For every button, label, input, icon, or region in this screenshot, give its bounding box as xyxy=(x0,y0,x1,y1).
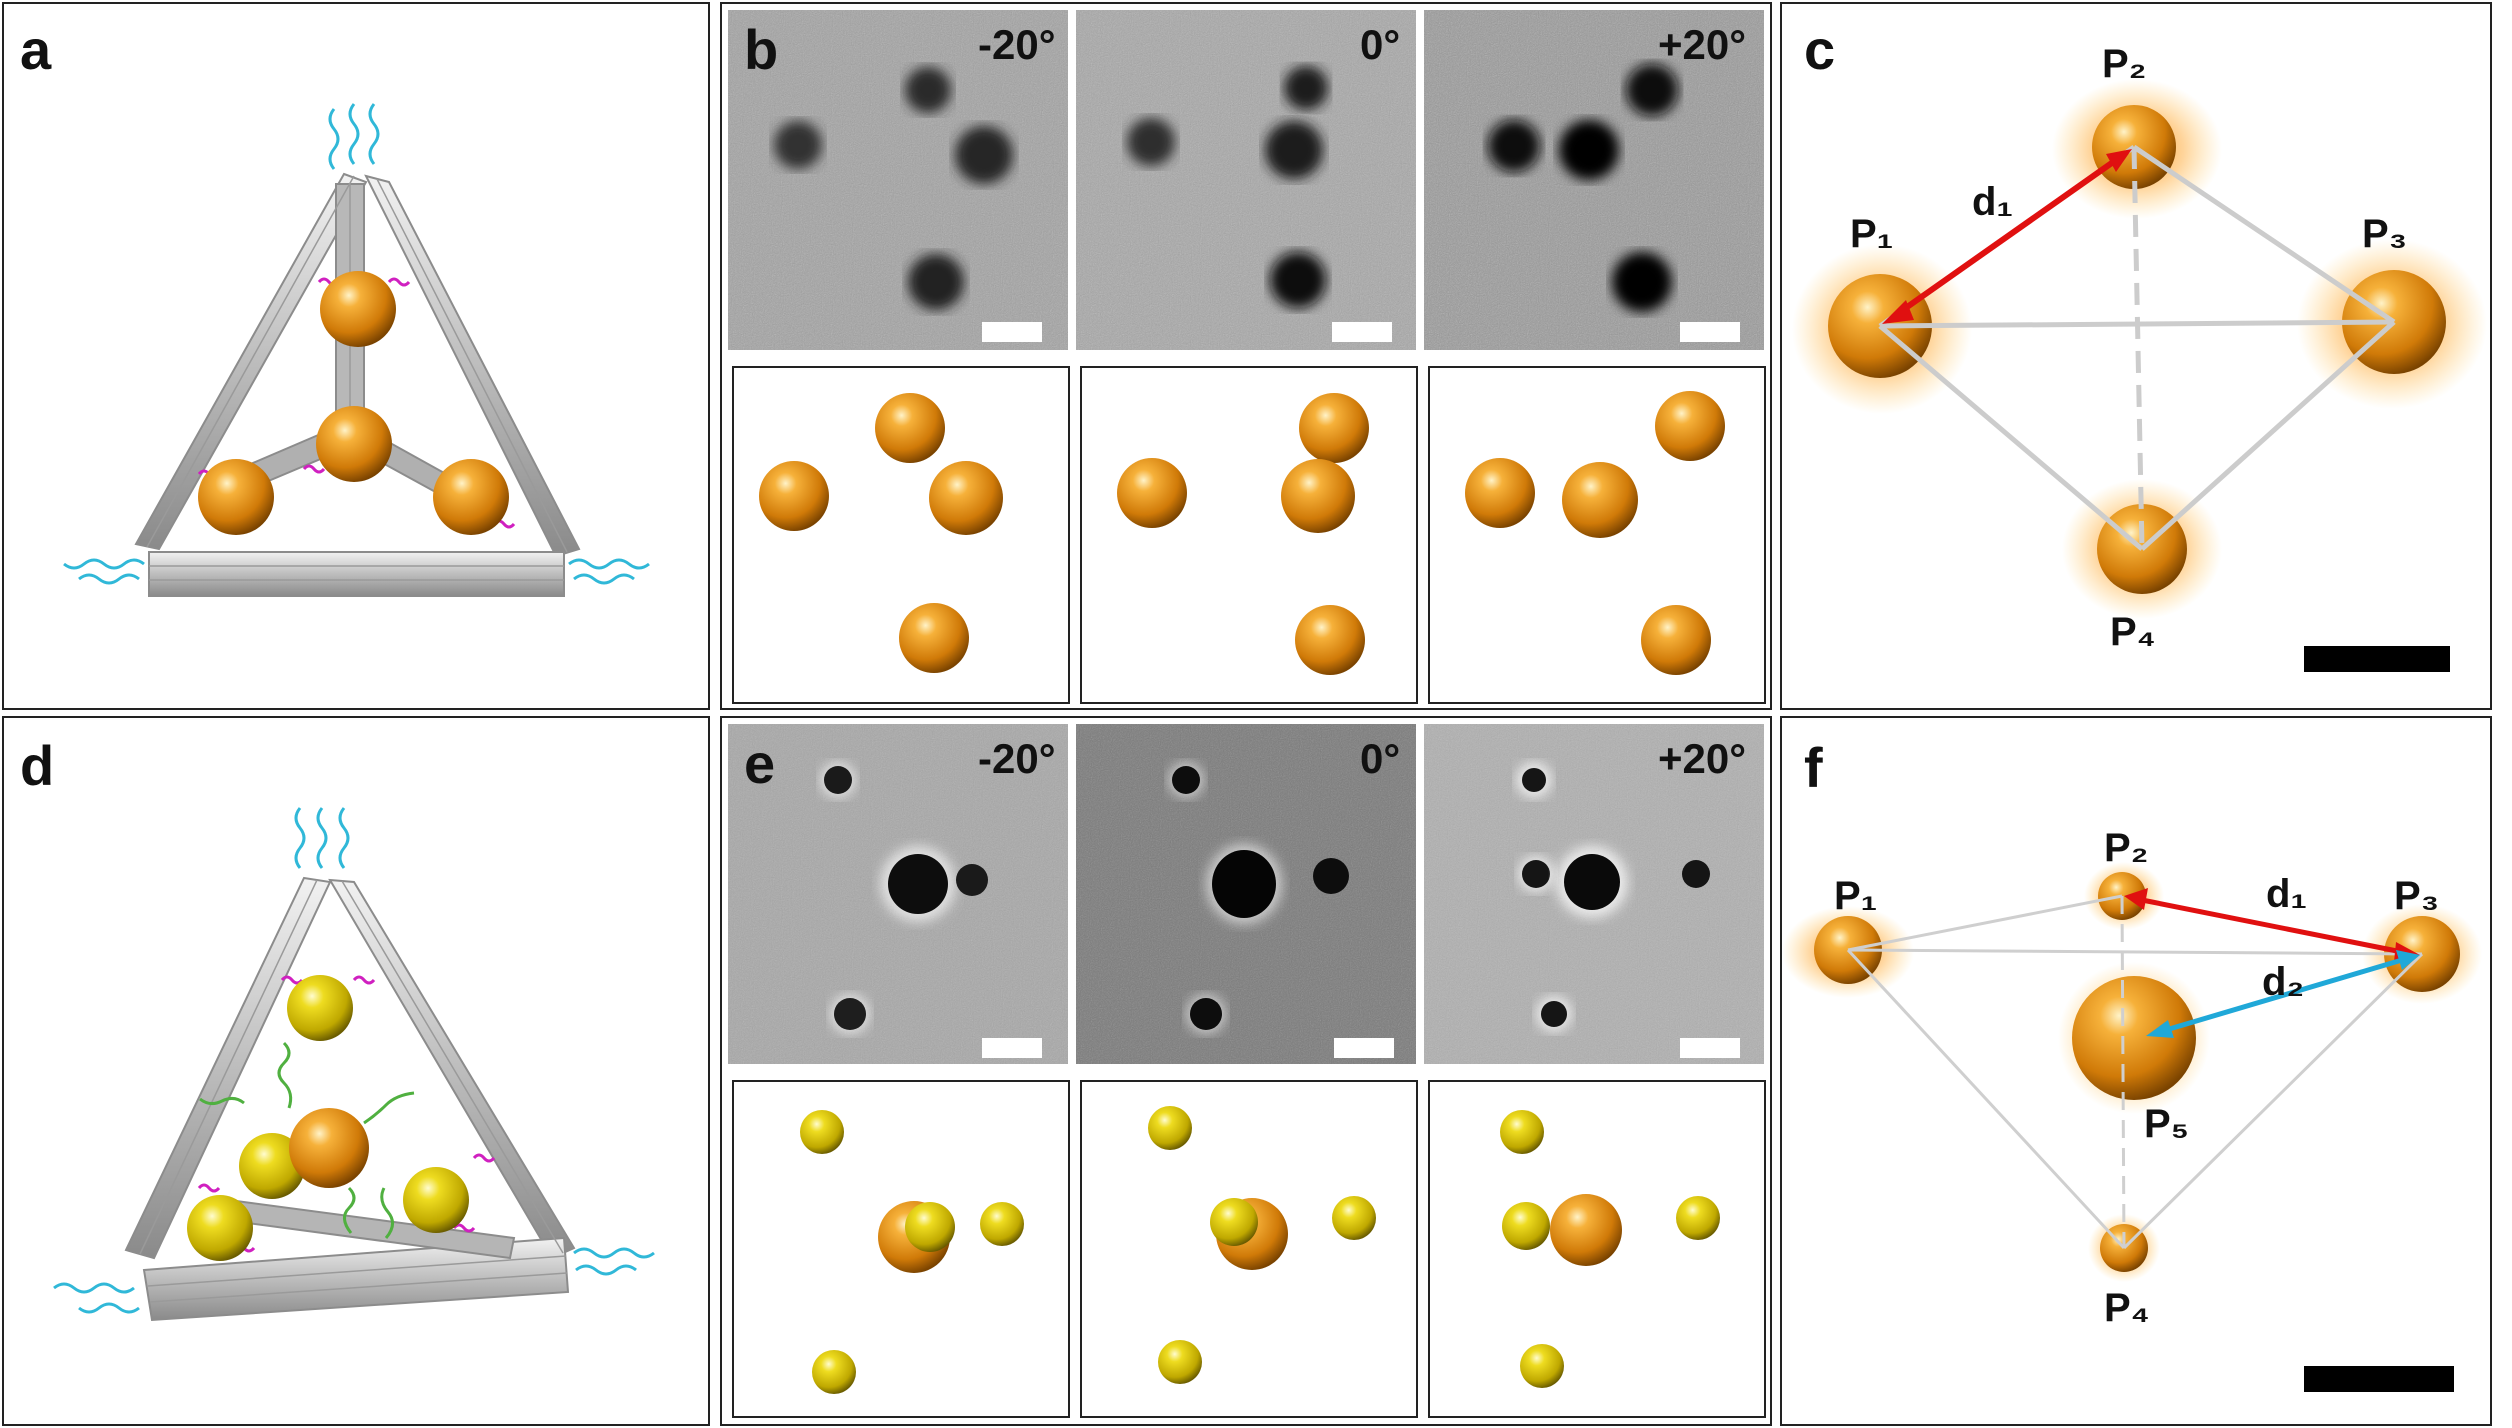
point-label-p5-f: P₅ xyxy=(2144,1102,2190,1146)
em-image-b-plus20 xyxy=(1424,10,1764,350)
panel-label-e: e xyxy=(744,732,776,795)
distance-label-d1-c: d₁ xyxy=(1972,180,2013,224)
model-box-e-minus20 xyxy=(732,1080,1070,1418)
panel-b: b -20° 0° +20° xyxy=(720,2,1772,710)
panel-label-d: d xyxy=(20,734,55,797)
point-label-p2-c: P₂ xyxy=(2102,42,2147,86)
em-image-b-0 xyxy=(1076,10,1416,350)
model-box-e-0 xyxy=(1080,1080,1418,1418)
geometry-diagram-f xyxy=(1782,862,2482,1282)
point-label-p3-f: P₃ xyxy=(2394,874,2440,918)
tilt-angle-b-minus20: -20° xyxy=(978,21,1056,68)
scale-bar-f xyxy=(2304,1366,2454,1392)
em-image-e-0 xyxy=(1076,724,1416,1064)
model-box-b-plus20 xyxy=(1428,366,1766,704)
panel-label-c: c xyxy=(1804,18,1836,81)
panel-f: f P₁ P₂ P₃ P₅ P₄ xyxy=(1780,716,2492,1426)
tilt-angle-e-plus20: +20° xyxy=(1658,735,1747,782)
model-box-e-plus20 xyxy=(1428,1080,1766,1418)
panel-e: e -20° 0° +20° xyxy=(720,716,1772,1426)
em-image-e-plus20 xyxy=(1424,724,1764,1064)
em-image-b-minus20 xyxy=(728,10,1068,350)
geometry-diagram-c xyxy=(1792,79,2487,619)
model-box-b-minus20 xyxy=(732,366,1070,704)
model-box-b-0 xyxy=(1080,366,1418,704)
tilt-angle-e-0: 0° xyxy=(1360,735,1401,782)
point-label-p4-c: P₄ xyxy=(2110,610,2156,654)
panel-label-a: a xyxy=(20,18,52,81)
em-image-e-minus20 xyxy=(728,724,1068,1064)
point-label-p1-c: P₁ xyxy=(1850,212,1894,256)
tilt-angle-b-plus20: +20° xyxy=(1658,21,1747,68)
panel-c: c P₂ P₁ P₃ P₄ d₁ xyxy=(1780,2,2492,710)
point-label-p4-f: P₄ xyxy=(2104,1286,2150,1330)
tilt-angle-b-0: 0° xyxy=(1360,21,1401,68)
tetrahedron-model-a xyxy=(63,103,650,597)
distance-label-d2-f: d₂ xyxy=(2262,960,2305,1004)
tilt-angle-e-minus20: -20° xyxy=(978,735,1056,782)
panel-label-f: f xyxy=(1804,736,1823,799)
panel-label-b: b xyxy=(744,18,779,81)
point-label-p1-f: P₁ xyxy=(1834,874,1878,918)
tetrahedron-model-d xyxy=(53,807,655,1322)
point-label-p3-c: P₃ xyxy=(2362,212,2408,256)
scale-bar-c xyxy=(2304,646,2450,672)
panel-d: d xyxy=(2,716,710,1426)
distance-label-d1-f: d₁ xyxy=(2266,872,2307,916)
panel-a: a xyxy=(2,2,710,710)
point-label-p2-f: P₂ xyxy=(2104,826,2149,870)
